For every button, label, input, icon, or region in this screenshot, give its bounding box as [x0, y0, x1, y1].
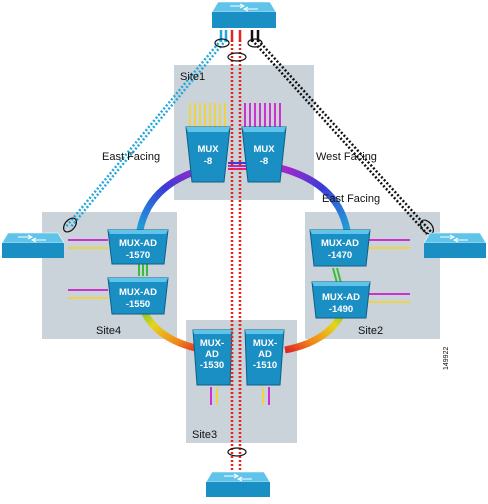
bundle-marker-top-left — [214, 38, 230, 48]
top-trunk — [219, 30, 260, 42]
bundle-marker-top-right — [247, 38, 263, 48]
mux-ad-1550[interactable]: MUX-AD -1550 — [107, 277, 169, 315]
path-to-site2-switch — [251, 39, 428, 235]
mux-ad-1470-line2: -1470 — [328, 250, 352, 261]
ring-link-4 — [138, 264, 148, 276]
mux-ad-1490[interactable]: MUX-AD -1490 — [311, 281, 371, 319]
mux-ad-1570[interactable]: MUX-AD -1570 — [107, 229, 169, 265]
east-facing-right-label: East Facing — [322, 193, 380, 205]
local-fibers — [68, 239, 410, 405]
path-to-site2-switch-2 — [257, 39, 434, 235]
ring-top-right — [271, 162, 351, 231]
mux-ad-1490-line1: MUX-AD — [322, 292, 360, 303]
fiber-bundle-left — [189, 103, 226, 127]
mux-8-right-line2: -8 — [260, 156, 268, 167]
bundle-markers — [62, 38, 435, 457]
switch-site4[interactable] — [1, 232, 65, 258]
site1-label: Site1 — [180, 71, 205, 83]
mux-ad-1570-line2: -1570 — [126, 250, 150, 261]
mux-ad-1510-line2: AD — [258, 349, 272, 360]
figure-id: 149922 — [443, 347, 450, 370]
mux-8-right[interactable]: MUX -8 — [241, 126, 287, 183]
switch-site2[interactable] — [423, 232, 487, 258]
path-to-site4-switch-2 — [69, 39, 227, 229]
site4-label: Site4 — [96, 325, 121, 337]
bundle-marker-top-center — [227, 52, 247, 62]
ring-link-2 — [332, 267, 342, 284]
mux-8-left-line2: -8 — [204, 156, 212, 167]
mux-ad-1550-line1: MUX-AD — [119, 287, 157, 298]
path-to-site4-switch — [64, 39, 222, 229]
mux-ad-1570-line1: MUX-AD — [119, 238, 157, 249]
switch-top[interactable] — [211, 1, 277, 28]
mux-ad-1490-line2: -1490 — [329, 304, 353, 315]
east-facing-left-label: East Facing — [102, 151, 160, 163]
mux-8-left-line1: MUX — [197, 144, 219, 155]
mux-ad-1510-line1: MUX- — [253, 338, 277, 349]
labels: Site1 Site4 Site2 Site3 East Facing West… — [96, 71, 450, 441]
site3-label: Site3 — [192, 429, 217, 441]
dotted-overlay-site3 — [230, 320, 242, 400]
mux-ad-1510-line3: -1510 — [253, 360, 277, 371]
mux-ad-1510[interactable]: MUX- AD -1510 — [244, 329, 285, 386]
mux-ad-1550-line2: -1550 — [126, 299, 150, 310]
mux-8-right-line1: MUX — [253, 144, 275, 155]
mux-ad-1530[interactable]: MUX- AD -1530 — [192, 329, 233, 386]
mux-ad-1530-line2: AD — [205, 349, 219, 360]
mux-ad-1530-line3: -1530 — [200, 360, 224, 371]
bundle-marker-site4 — [62, 217, 78, 233]
mux-ad-1530-line1: MUX- — [200, 338, 224, 349]
switch-bottom[interactable] — [205, 471, 271, 497]
mux-8-left[interactable]: MUX -8 — [185, 126, 231, 183]
fiber-bundle-right — [244, 103, 281, 127]
bundle-marker-bottom — [227, 447, 247, 457]
west-facing-label: West Facing — [316, 151, 377, 163]
dotted-paths — [64, 39, 434, 472]
mux-ad-1470-line1: MUX-AD — [321, 238, 359, 249]
site2-label: Site2 — [358, 325, 383, 337]
mux-ad-1470[interactable]: MUX-AD -1470 — [309, 229, 371, 267]
